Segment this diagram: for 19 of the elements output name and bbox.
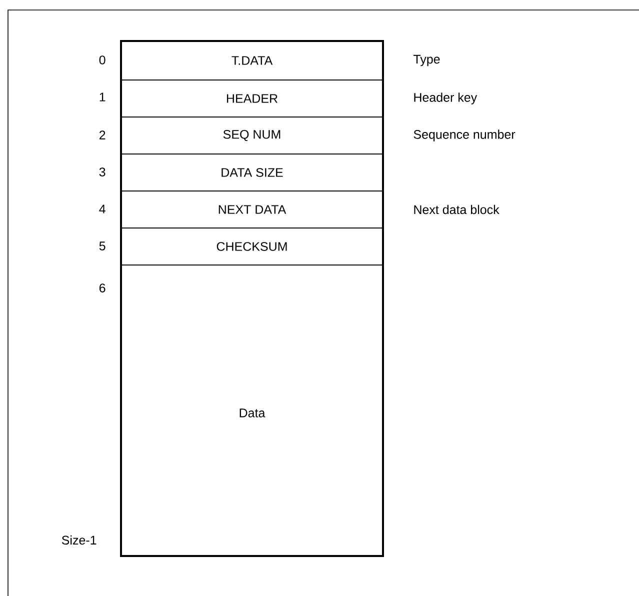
- offset-number: 2: [99, 130, 106, 140]
- offset-number: 1: [100, 92, 106, 102]
- table-cell: Data: [120, 264, 384, 556]
- field-description: Type: [413, 54, 440, 66]
- offset-number: 6: [99, 284, 106, 292]
- table-cell: SEQ NUM: [120, 116, 384, 154]
- field-description: Next data block: [414, 204, 500, 214]
- table-cell: NEXT DATA: [120, 190, 384, 228]
- offset-number: 0: [99, 56, 106, 64]
- table-cell: HEADER: [120, 80, 384, 118]
- offset-number: Size-1: [62, 535, 96, 545]
- table-cell: DATA SIZE: [120, 154, 384, 192]
- field-description: Header key: [414, 92, 478, 104]
- offset-number: 3: [99, 168, 106, 176]
- offset-number: 4: [99, 204, 106, 214]
- table-cell: CHECKSUM: [120, 228, 384, 266]
- field-description: Sequence number: [414, 130, 516, 142]
- offset-number: 5: [99, 242, 106, 250]
- node-label: T.DATA: [232, 56, 273, 65]
